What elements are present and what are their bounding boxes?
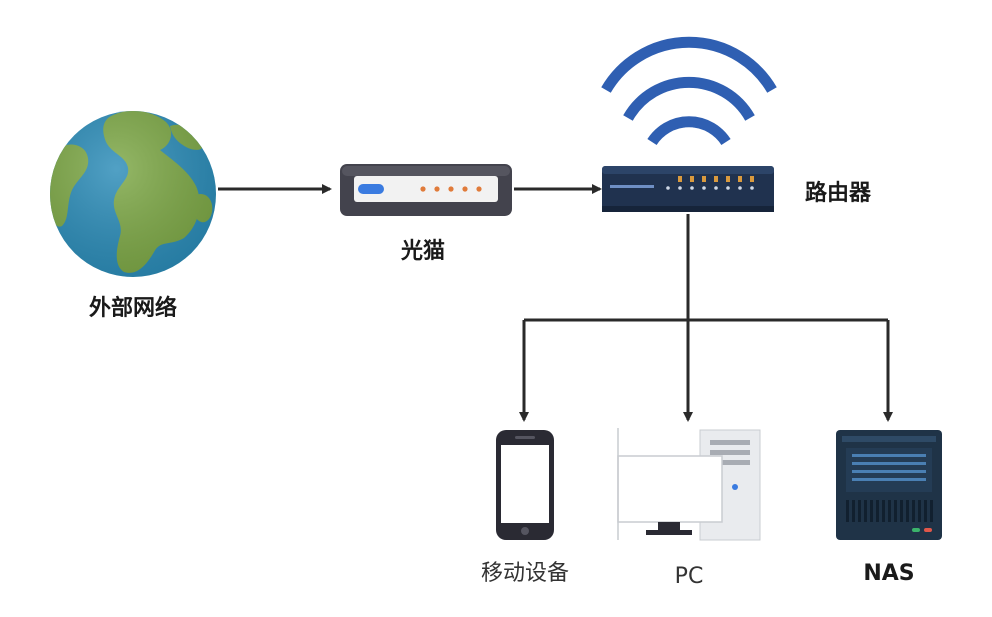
nas-server-icon: [836, 430, 942, 540]
connectors: [218, 184, 893, 422]
desktop-pc-icon: [617, 428, 761, 541]
mobile-label: 移动设备: [480, 561, 570, 586]
modem-label: 光猫: [400, 239, 446, 264]
globe-icon: [50, 111, 216, 277]
nas-label: NAS: [863, 561, 915, 586]
wifi-signal-icon: [601, 36, 777, 146]
smartphone-icon: [496, 430, 554, 540]
pc-label: PC: [674, 564, 704, 589]
router-label: 路由器: [804, 181, 872, 206]
internet-label: 外部网络: [88, 296, 178, 321]
router-icon: [602, 166, 774, 212]
modem-icon: [340, 164, 512, 216]
